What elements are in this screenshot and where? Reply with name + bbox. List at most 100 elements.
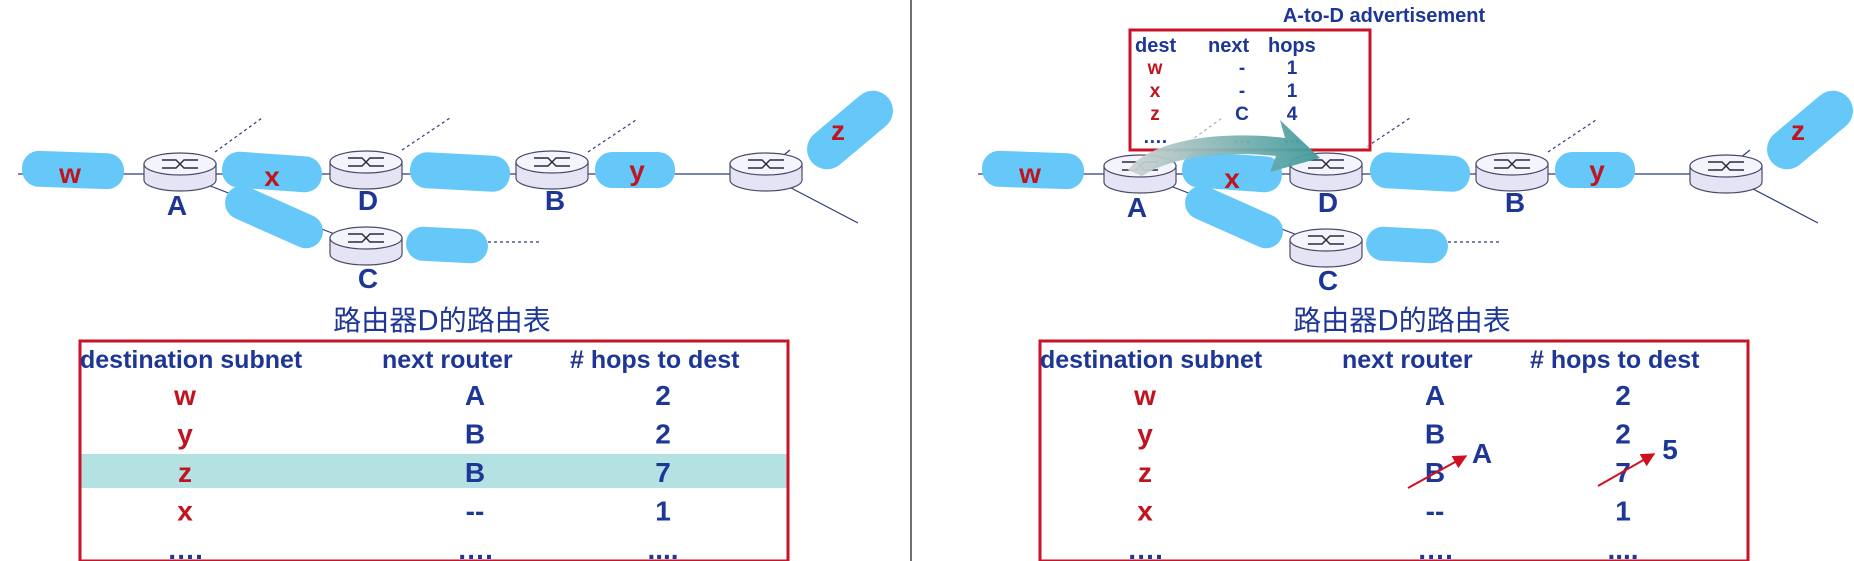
subnet-x-label: x: [264, 161, 280, 192]
router-cross-icon: [1494, 159, 1530, 169]
left-routers: [143, 150, 803, 266]
hops-update-arrow: [1597, 453, 1656, 487]
left-table-cell-r1-c0: y: [177, 419, 193, 450]
router-cross-icon: [748, 159, 784, 169]
left-table-title: 路由器D的路由表: [333, 304, 551, 337]
router-c-label: C: [358, 263, 378, 294]
left-table-cell-r2-c2: 7: [655, 457, 671, 488]
left-table-header-2: # hops to dest: [570, 346, 740, 374]
right-table-cell-r0-c1: A: [1425, 380, 1445, 411]
subnet-d-right-blob: [409, 152, 511, 192]
router-cross-icon: [1708, 161, 1744, 171]
advertisement-cell-r2-c1: C: [1235, 104, 1249, 125]
subnet-w-label: w: [1018, 158, 1041, 189]
right-table-cell-r4-c0: ….: [1127, 534, 1163, 561]
right-table-border: [1038, 339, 1750, 561]
right-subnets: [981, 90, 1853, 264]
left-table-cell-r0-c1: A: [465, 380, 485, 411]
left-table-cell-r0-c2: 2: [655, 380, 671, 411]
subnet-c-right-blob: [1366, 226, 1448, 264]
left-table-cell-r4-c2: ....: [647, 534, 678, 561]
advertisement-cell-r1-c0: x: [1150, 81, 1161, 102]
right-table-title: 路由器D的路由表: [1293, 304, 1511, 337]
subnet-z-label: z: [1791, 115, 1805, 146]
left-table-cell-r0-c0: w: [173, 380, 196, 411]
advertisement-cell-r0-c1: -: [1239, 58, 1245, 79]
router-cross-icon: [1308, 235, 1344, 245]
right-panel: A-to-D advertisement dest next hops w - 1 x - 1 z…: [978, 5, 1853, 561]
next-router-update-arrow: [1407, 455, 1468, 489]
router-a-label: A: [1127, 192, 1147, 223]
right-table-cell-r1-c2: 2: [1615, 419, 1631, 450]
router-d: [329, 150, 403, 190]
router-a: [143, 152, 217, 192]
subnet-w-blob: [981, 150, 1085, 190]
left-highlight-row: [80, 454, 788, 488]
advertisement-box: [1128, 28, 1372, 152]
subnet-z-blob: [1767, 90, 1853, 170]
advertisement-header-0: dest: [1135, 35, 1176, 57]
left-labels: A D B C w x y z: [58, 115, 845, 294]
advertisement-cell-r1-c1: -: [1239, 81, 1245, 102]
right-table-cell-r0-c0: w: [1133, 380, 1156, 411]
right-table-cell-r3-c2: 1: [1615, 496, 1631, 527]
right-table-header-1: next router: [1342, 346, 1473, 374]
right-routing-table: destination subnet next router # hops to d…: [1038, 339, 1750, 561]
left-table-cell-r2-c1: B: [465, 457, 485, 488]
subnet-a-c-blob: [1185, 185, 1283, 249]
right-table-cell-r1-c1: B: [1425, 419, 1445, 450]
updated-hops: 5: [1662, 434, 1678, 465]
router-b-label: B: [1505, 187, 1525, 218]
router-b: [515, 150, 589, 190]
left-table-header-0: destination subnet: [80, 346, 303, 374]
router-d-label: D: [358, 185, 378, 216]
router-unnamed: [729, 152, 803, 192]
updated-next-router: A: [1472, 438, 1492, 469]
right-table-cell-r3-c0: x: [1137, 496, 1153, 527]
subnet-w-blob: [21, 150, 125, 190]
router-cross-icon: [162, 159, 198, 169]
subnet-w-label: w: [58, 158, 81, 189]
router-c: [1289, 228, 1363, 268]
subnet-a-c-blob: [225, 185, 323, 249]
right-table-cell-r3-c1: --: [1426, 496, 1445, 527]
advertisement-title: A-to-D advertisement: [1283, 5, 1486, 27]
right-table-cell-r0-c2: 2: [1615, 380, 1631, 411]
advertisement-header-2: hops: [1268, 35, 1316, 57]
left-table-cell-r2-c0: z: [178, 457, 192, 488]
left-panel: A D B C w x y z 路由器D的路由表 destination sub…: [18, 90, 893, 561]
advertisement-cell-r1-c2: 1: [1287, 81, 1298, 102]
subnet-y-label: y: [1589, 155, 1605, 186]
advertisement-arrow: [1128, 120, 1320, 176]
subnet-y-label: y: [629, 155, 645, 186]
router-d-label: D: [1318, 187, 1338, 218]
router-a-label: A: [167, 190, 187, 221]
right-table-cell-r1-c0: y: [1137, 419, 1153, 450]
advertisement-cell-r0-c0: w: [1147, 58, 1163, 79]
left-table-cell-r3-c2: 1: [655, 496, 671, 527]
subnet-z-label: z: [831, 115, 845, 146]
right-table-header-0: destination subnet: [1040, 346, 1263, 374]
advertisement-header-1: next: [1208, 35, 1249, 57]
advertisement-cell-r3-c0: ….: [1143, 127, 1167, 148]
right-routers: [1103, 152, 1763, 268]
subnet-d-right-blob: [1369, 152, 1471, 192]
subnet-y-blob: [1555, 152, 1635, 188]
left-table-cell-r3-c0: x: [177, 496, 193, 527]
right-table-header-2: # hops to dest: [1530, 346, 1700, 374]
left-table-cell-r4-c0: ….: [167, 534, 203, 561]
subnet-y-blob: [595, 152, 675, 188]
advertisement-cell-r0-c2: 1: [1287, 58, 1298, 79]
right-table-cell-r4-c2: ....: [1607, 534, 1638, 561]
router-c-label: C: [1318, 265, 1338, 296]
right-labels: A D B C w x y z: [1018, 115, 1805, 296]
left-table-cell-r4-c1: ….: [457, 534, 493, 561]
left-table-cell-r1-c2: 2: [655, 419, 671, 450]
router-cross-icon: [1308, 159, 1344, 169]
left-subnets: [21, 90, 893, 264]
right-table-cell-r2-c0: z: [1138, 457, 1152, 488]
router-b-label: B: [545, 185, 565, 216]
left-table-border: [78, 339, 790, 561]
